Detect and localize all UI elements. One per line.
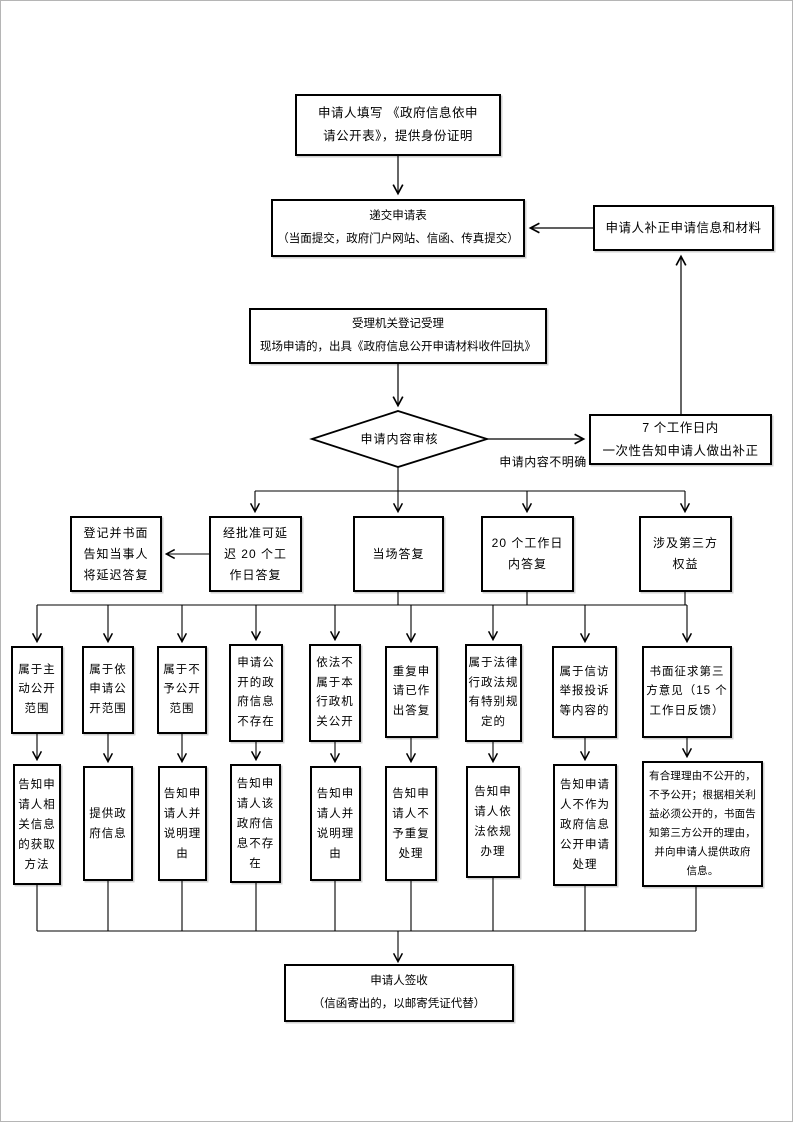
node-third-party-rights-text: 涉及第三方 权益 [652, 536, 718, 571]
edge-label-content-unclear: 申请内容不明确 [488, 453, 598, 470]
condition-to-answer-connectors [31, 734, 693, 764]
node-ans-not-treated-as-request: 告知申请 人不作为 政府信息 公开申请 处理 [553, 764, 617, 886]
node-cond-proactive-disclosure: 属于主 动公开 范围 [11, 646, 63, 734]
node-ans-inform-with-reason-2: 告知申 请人并 说明理 由 [310, 766, 361, 881]
node-cond-seek-third-party-opinion-text: 书面征求第三 方意见（15 个 工作日反馈） [646, 665, 728, 717]
node-ans-provide-info-text: 提供政 府信息 [89, 807, 127, 840]
node-approved-delay-reply-text: 经批准可延 迟 20 个工 作日答复 [222, 525, 288, 582]
node-cond-repeated-request-text: 重复申 请已作 出答复 [392, 665, 431, 717]
node-ans-handle-per-law: 告知申 请人依 法依规 办理 [466, 766, 520, 878]
node-cond-non-disclosure-text: 属于不 予公开 范围 [163, 663, 201, 715]
node-cond-info-not-exist: 申请公 开的政 府信息 不存在 [229, 644, 283, 742]
node-third-party-rights: 涉及第三方 权益 [639, 516, 732, 592]
node-ans-inform-with-reason-1-text: 告知申 请人并 说明理 由 [163, 787, 202, 860]
node-ans-not-treated-as-request-text: 告知申请 人不作为 政府信息 公开申请 处理 [560, 779, 610, 871]
node-supplement-info-text: 申请人补正申请信息和材料 [605, 220, 762, 235]
node-cond-special-law-provision: 属于法律 行政法规 有特别规 定的 [465, 644, 522, 742]
node-ans-inform-with-reason-2-text: 告知申 请人并 说明理 由 [316, 787, 355, 860]
node-ans-info-not-exist-text: 告知申 请人该 政府信 息不存 在 [236, 777, 275, 870]
node-ans-third-party-decision-text: 有合理理由不公开的， 不予公开；根据相关利 益必须公开的，书面告 知第三方公开的… [649, 770, 756, 877]
node-ans-info-not-exist: 告知申 请人该 政府信 息不存 在 [230, 764, 281, 883]
node-cond-info-not-exist-text: 申请公 开的政 府信息 不存在 [237, 657, 275, 728]
node-fill-form: 申请人填写 《政府信息依申 请公开表》，提供身份证明 [295, 94, 501, 156]
node-cond-disclosure-on-request-text: 属于依 申请公 开范围 [89, 663, 127, 715]
node-supplement-info: 申请人补正申请信息和材料 [593, 205, 774, 251]
node-delay-written-notice-text: 登记并书面 告知当事人 将延迟答复 [83, 525, 149, 582]
node-submit-form-text: 递交申请表 （当面提交，政府门户网站、信函、传真提交） [277, 210, 519, 245]
node-cond-seek-third-party-opinion: 书面征求第三 方意见（15 个 工作日反馈） [642, 646, 732, 738]
node-register-accept: 受理机关登记受理 现场申请的，出具《政府信息公开申请材料收件回执》 [249, 308, 547, 364]
node-ans-handle-per-law-text: 告知申 请人依 法依规 办理 [474, 786, 512, 858]
node-reply-within-20-days-text: 20 个工作日 内答复 [491, 536, 564, 571]
node-cond-proactive-disclosure-text: 属于主 动公开 范围 [18, 663, 56, 715]
node-cond-special-law-provision-text: 属于法律 行政法规 有特别规 定的 [468, 657, 519, 728]
node-applicant-sign: 申请人签收 （信函寄出的，以邮寄凭证代替） [284, 964, 514, 1022]
node-cond-petition-complaint-text: 属于信访 举报投诉 等内容的 [559, 665, 610, 717]
node-cond-not-this-agency: 依法不 属于本 行政机 关公开 [309, 644, 361, 742]
node-submit-form: 递交申请表 （当面提交，政府门户网站、信函、传真提交） [271, 199, 525, 257]
node-fill-form-text: 申请人填写 《政府信息依申 请公开表》，提供身份证明 [318, 106, 478, 143]
node-applicant-sign-text: 申请人签收 （信函寄出的，以邮寄凭证代替） [312, 975, 486, 1010]
main-flow-connectors [392, 156, 687, 445]
merge-connectors [36, 878, 697, 964]
node-approved-delay-reply: 经批准可延 迟 20 个工 作日答复 [209, 516, 302, 592]
node-ans-no-repeat-handling: 告知申 请人不 予重复 处理 [385, 766, 437, 881]
node-cond-repeated-request: 重复申 请已作 出答复 [385, 646, 438, 738]
node-onsite-reply: 当场答复 [353, 516, 444, 592]
node-ans-no-repeat-handling-text: 告知申 请人不 予重复 处理 [392, 787, 430, 860]
decision-review-text: 申请内容审核 [360, 431, 439, 446]
node-ans-third-party-decision: 有合理理由不公开的， 不予公开；根据相关利 益必须公开的，书面告 知第三方公开的… [642, 761, 763, 887]
branch-level-2-connectors [31, 592, 693, 644]
node-cond-disclosure-on-request: 属于依 申请公 开范围 [82, 646, 134, 734]
node-ans-inform-access-method-text: 告知申 请人相 关信息 的获取 方法 [18, 778, 56, 871]
edge-label-content-unclear-text: 申请内容不明确 [499, 455, 587, 469]
node-register-accept-text: 受理机关登记受理 现场申请的，出具《政府信息公开申请材料收件回执》 [260, 318, 536, 353]
decision-review: 申请内容审核 [312, 425, 487, 453]
node-ans-inform-access-method: 告知申 请人相 关信息 的获取 方法 [13, 764, 61, 885]
branch-level-1-connectors [164, 467, 691, 560]
node-onsite-reply-text: 当场答复 [372, 546, 425, 561]
node-cond-petition-complaint: 属于信访 举报投诉 等内容的 [552, 646, 617, 738]
node-reply-within-20-days: 20 个工作日 内答复 [481, 516, 574, 592]
node-ans-provide-info: 提供政 府信息 [83, 766, 133, 881]
node-ans-inform-with-reason-1: 告知申 请人并 说明理 由 [158, 766, 207, 881]
node-cond-non-disclosure: 属于不 予公开 范围 [157, 646, 207, 734]
node-cond-not-this-agency-text: 依法不 属于本 行政机 关公开 [316, 657, 354, 728]
node-seven-workdays-notice: 7 个工作日内 一次性告知申请人做出补正 [589, 414, 772, 465]
node-seven-workdays-notice-text: 7 个工作日内 一次性告知申请人做出补正 [602, 420, 759, 458]
node-delay-written-notice: 登记并书面 告知当事人 将延迟答复 [70, 516, 162, 592]
